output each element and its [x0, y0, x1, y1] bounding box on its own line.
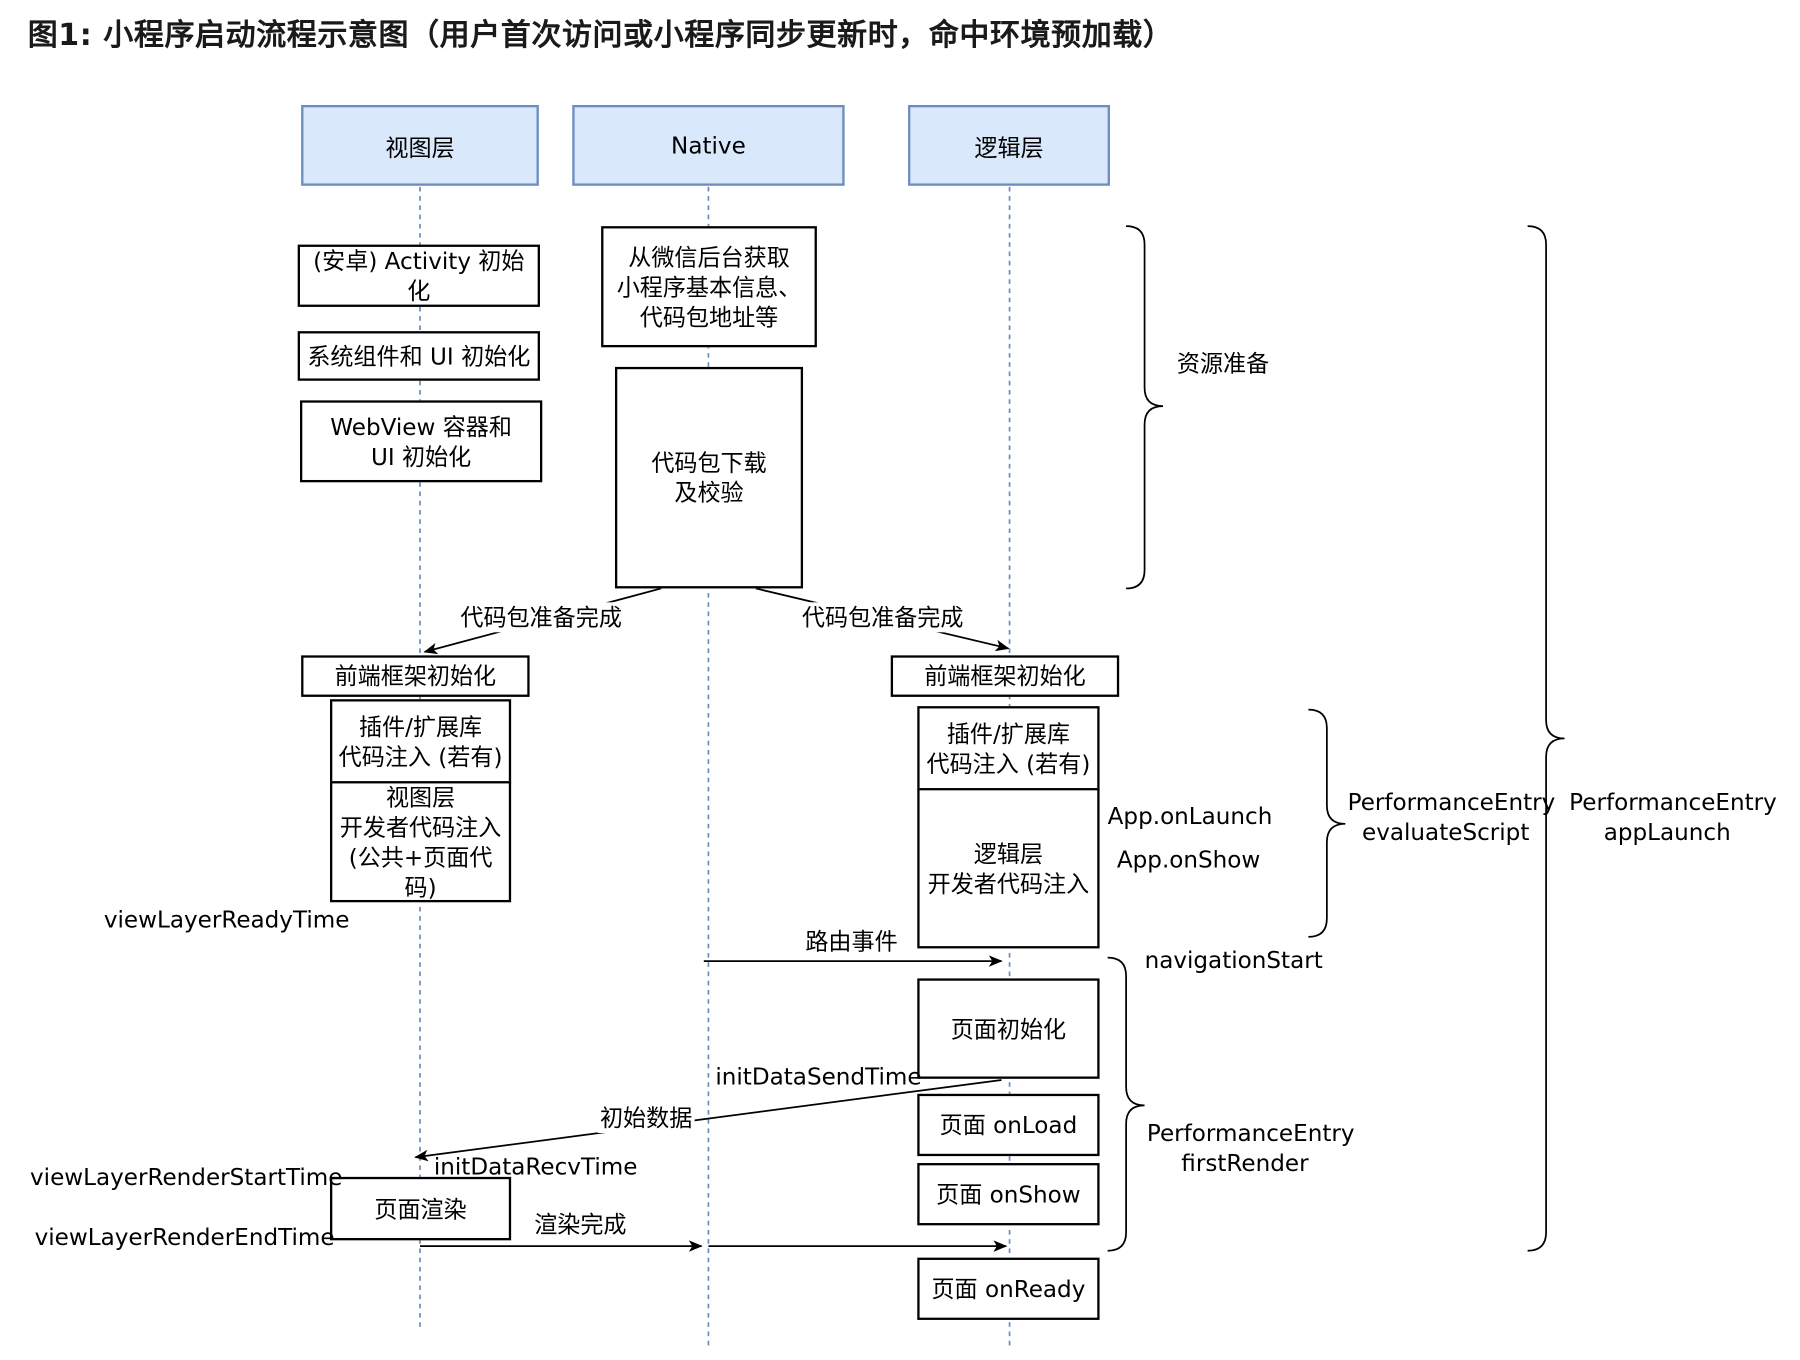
- logic-plugin-inject-box: 插件/扩展库 代码注入 (若有): [917, 706, 1100, 791]
- evaluate-script-brace: [1308, 708, 1346, 938]
- pkg-ready-right-label: 代码包准备完成: [799, 602, 966, 633]
- init-data-send-time-label: initDataSendTime: [715, 1062, 922, 1091]
- first-render-brace: [1107, 956, 1145, 1252]
- native-download-box: 代码包下载 及校验: [614, 366, 804, 589]
- logic-framework-init-box: 前端框架初始化: [890, 655, 1120, 697]
- view-layer-render-end-time-label: viewLayerRenderEndTime: [34, 1223, 335, 1251]
- render-done-label: 渲染完成: [534, 1210, 627, 1239]
- lane-view-layer: 视图层: [301, 104, 539, 186]
- logic-on-load-box: 页面 onLoad: [917, 1093, 1100, 1157]
- first-render-label: PerformanceEntry firstRender: [1146, 1119, 1355, 1177]
- native-fetch-info-box: 从微信后台获取 小程序基本信息、 代码包地址等: [601, 226, 817, 348]
- page-title: 图1: 小程序启动流程示意图（用户首次访问或小程序同步更新时，命中环境预加载）: [27, 18, 1174, 54]
- view-sys-ui-init-box: 系统组件和 UI 初始化: [297, 331, 540, 381]
- app-launch-label: PerformanceEntry appLaunch: [1569, 788, 1777, 846]
- resource-prep-brace: [1126, 225, 1164, 590]
- pkg-ready-left-label: 代码包准备完成: [458, 602, 625, 633]
- init-data-arrow: [414, 1079, 1002, 1162]
- navigation-start-label: navigationStart: [1144, 946, 1323, 974]
- view-webview-init-box: WebView 容器和 UI 初始化: [299, 400, 543, 483]
- lane-native: Native: [572, 104, 845, 186]
- route-event-label: 路由事件: [805, 927, 898, 956]
- view-plugin-inject-box: 插件/扩展库 代码注入 (若有): [329, 699, 512, 784]
- logic-on-ready-box: 页面 onReady: [917, 1257, 1100, 1320]
- resource-prep-label: 资源准备: [1176, 349, 1270, 378]
- view-activity-init-box: (安卓) Activity 初始化: [297, 244, 540, 307]
- logic-on-show-box: 页面 onShow: [917, 1163, 1100, 1226]
- logic-page-init-box: 页面初始化: [917, 978, 1100, 1079]
- evaluate-script-label: PerformanceEntry evaluateScript: [1347, 788, 1556, 846]
- app-on-launch-label: App.onLaunch: [1107, 801, 1273, 830]
- view-layer-render-start-time-label: viewLayerRenderStartTime: [29, 1163, 343, 1191]
- view-framework-init-box: 前端框架初始化: [301, 655, 530, 697]
- lane-logic-layer: 逻辑层: [908, 104, 1110, 186]
- init-data-label: 初始数据: [597, 1103, 695, 1134]
- view-layer-ready-time-label: viewLayerReadyTime: [103, 905, 350, 934]
- view-dev-inject-box: 视图层 开发者代码注入 (公共+页面代码): [329, 781, 512, 903]
- init-data-recv-time-label: initDataRecvTime: [433, 1152, 638, 1181]
- logic-dev-inject-box: 逻辑层 开发者代码注入: [917, 788, 1100, 949]
- view-page-render-box: 页面渲染: [329, 1176, 512, 1241]
- app-launch-brace: [1527, 225, 1565, 1252]
- app-on-show-label: App.onShow: [1116, 845, 1261, 874]
